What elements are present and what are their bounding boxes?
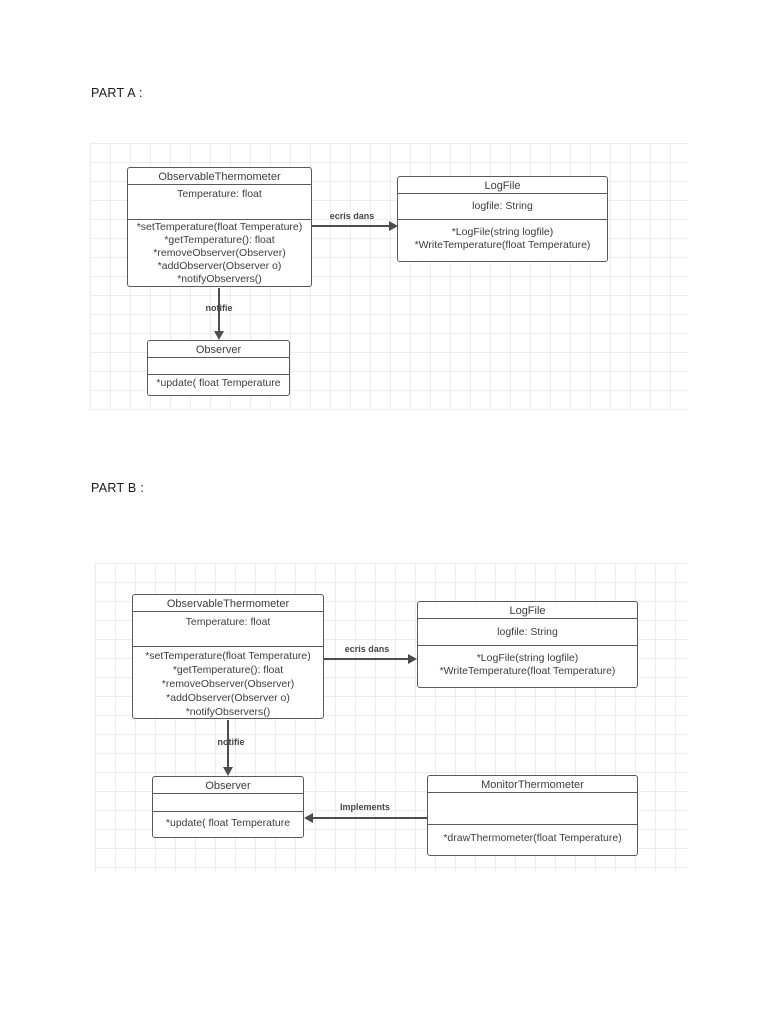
class-methods: *update( float Temperature: [148, 375, 289, 390]
class-attributes-empty: [148, 358, 289, 375]
class-title: MonitorThermometer: [428, 776, 637, 793]
class-methods: *drawThermometer(float Temperature): [428, 825, 637, 845]
class-monitor-thermometer-b: MonitorThermometer *drawThermometer(floa…: [427, 775, 638, 856]
class-observable-thermometer-b: ObservableThermometer Temperature: float…: [132, 594, 324, 719]
class-attribute: logfile: String: [497, 625, 558, 638]
class-method: *notifyObservers(): [177, 273, 262, 285]
class-attributes: logfile: String: [418, 619, 637, 646]
class-method: *getTemperature(): float: [172, 664, 284, 676]
class-method: *removeObserver(Observer): [153, 247, 286, 259]
class-attribute: Temperature: float: [177, 188, 262, 200]
association-ecris-dans-a: [312, 221, 398, 231]
class-attributes-empty: [428, 793, 637, 825]
class-method: *LogFile(string logfile): [451, 226, 554, 238]
class-method: *update( float Temperature: [165, 817, 291, 829]
class-method: *setTemperature(float Temperature): [145, 650, 311, 662]
class-logfile-a: LogFile logfile: String *LogFile(string …: [397, 176, 608, 262]
class-title: Observer: [148, 341, 289, 358]
class-methods: *LogFile(string logfile) *WriteTemperatu…: [418, 646, 637, 678]
class-observer-a: Observer *update( float Temperature: [147, 340, 290, 396]
class-observer-b: Observer *update( float Temperature: [152, 776, 304, 838]
class-attribute: Temperature: float: [185, 616, 271, 628]
class-method: *notifyObservers(): [185, 706, 271, 718]
class-title: LogFile: [398, 177, 607, 194]
class-logfile-b: LogFile logfile: String *LogFile(string …: [417, 601, 638, 688]
class-method: *getTemperature(): float: [164, 234, 275, 246]
class-methods: *setTemperature(float Temperature) *getT…: [133, 647, 323, 718]
part-b-heading: PART B :: [91, 481, 145, 495]
class-attributes: Temperature: float: [128, 185, 311, 220]
class-title: Observer: [153, 777, 303, 794]
class-attributes: logfile: String: [398, 194, 607, 220]
class-method: *addObserver(Observer o): [166, 692, 290, 704]
edge-label-notifie-b: notifie: [217, 737, 245, 747]
edge-label-implements-b: Implements: [339, 802, 390, 812]
edge-label-notifie-a: notifie: [205, 303, 233, 313]
class-methods: *LogFile(string logfile) *WriteTemperatu…: [398, 220, 607, 252]
class-method: *update( float Temperature: [156, 377, 281, 389]
class-methods: *update( float Temperature: [153, 812, 303, 830]
edge-label-ecris-dans-b: ecris dans: [344, 644, 390, 654]
class-title: ObservableThermometer: [128, 168, 311, 185]
class-method: *addObserver(Observer o): [157, 260, 282, 272]
association-implements-b: [304, 813, 427, 823]
class-methods: *setTemperature(float Temperature) *getT…: [128, 220, 311, 286]
class-method: *setTemperature(float Temperature): [136, 221, 303, 233]
class-method: *WriteTemperature(float Temperature): [439, 665, 616, 677]
class-method: *drawThermometer(float Temperature): [443, 832, 622, 844]
class-method: *LogFile(string logfile): [476, 652, 579, 664]
class-title: LogFile: [418, 602, 637, 619]
association-notifie-b: [223, 720, 233, 776]
association-ecris-dans-b: [324, 654, 417, 664]
class-method: *WriteTemperature(float Temperature): [414, 239, 591, 251]
association-notifie-a: [214, 288, 224, 340]
class-attribute: logfile: String: [472, 200, 533, 212]
class-method: *removeObserver(Observer): [161, 678, 295, 690]
class-observable-thermometer-a: ObservableThermometer Temperature: float…: [127, 167, 312, 287]
class-title: ObservableThermometer: [133, 595, 323, 612]
part-a-heading: PART A :: [91, 86, 143, 100]
class-attributes-empty: [153, 794, 303, 812]
edge-label-ecris-dans-a: ecris dans: [329, 211, 375, 221]
class-attributes: Temperature: float: [133, 612, 323, 647]
